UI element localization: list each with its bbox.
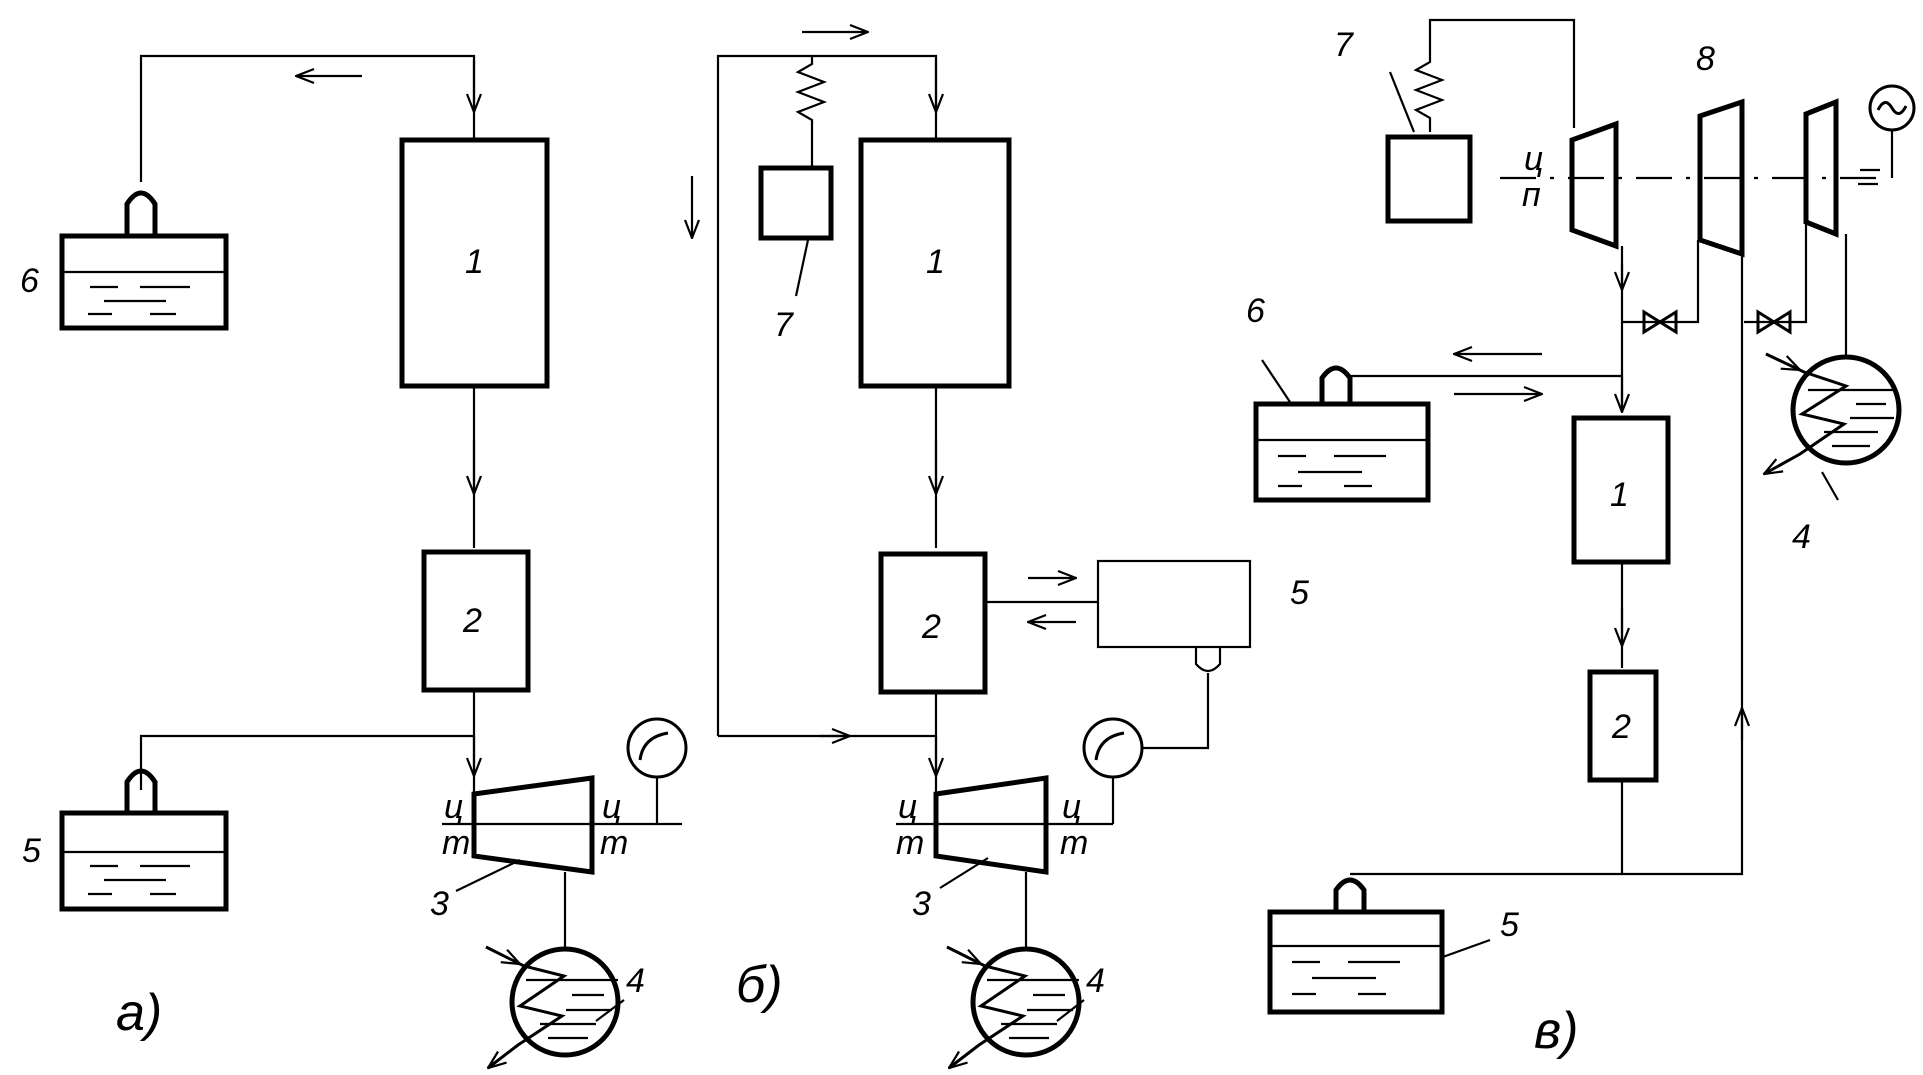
line-top-b <box>716 54 938 736</box>
leader-v5 <box>1439 938 1491 960</box>
turbine-3-v <box>1803 98 1839 238</box>
tank-5-a <box>59 768 229 912</box>
line-valve1-v <box>1622 240 1700 324</box>
symbol-ts: ц <box>1062 788 1081 826</box>
gauge-icon <box>1082 717 1144 779</box>
drain-b <box>1194 647 1222 673</box>
turbine-3-a <box>471 775 595 875</box>
leader-b7 <box>794 239 810 297</box>
gauge-icon <box>626 717 688 779</box>
leader-v6 <box>1261 359 1291 403</box>
unit-2-a <box>421 549 531 693</box>
scheme-v: 7 8 ц п <box>1246 18 1916 1060</box>
leader-a4 <box>595 999 625 1022</box>
label-v6: 6 <box>1246 292 1265 330</box>
symbol-t: т <box>442 824 470 862</box>
label-b4: 4 <box>1086 962 1105 1000</box>
spring-b <box>794 56 828 168</box>
unit-7-b <box>758 165 834 241</box>
caption-a: а) <box>116 984 162 1042</box>
label-a1: 1 <box>465 243 484 281</box>
label-a4: 4 <box>626 962 645 1000</box>
scheme-a: 6 1 2 5 ц т ц т <box>20 54 688 1068</box>
symbol-p: п <box>1522 176 1541 214</box>
label-b7: 7 <box>774 306 794 344</box>
label-b3: 3 <box>912 885 931 923</box>
spring-v <box>1412 18 1576 132</box>
condenser-4-b <box>946 945 1082 1068</box>
turbine-1-v <box>1569 120 1619 250</box>
line-5-gauge-b <box>1142 673 1210 750</box>
condenser-4-v <box>1764 352 1902 474</box>
label-b2: 2 <box>921 608 941 646</box>
label-v4: 4 <box>1792 518 1811 556</box>
scheme-b: 7 1 2 5 ц т ц т 3 <box>692 32 1309 1068</box>
unit-2-b <box>878 551 988 695</box>
leader-v4 <box>1821 471 1839 501</box>
valve-icon <box>1642 309 1678 335</box>
label-a3: 3 <box>430 885 449 923</box>
tank-6-v <box>1253 365 1431 503</box>
leader-b3 <box>939 857 989 889</box>
caption-b: б) <box>736 956 783 1014</box>
unit-5-b <box>1096 559 1252 649</box>
line-tank5-a <box>139 734 474 790</box>
valve-icon <box>1756 309 1792 335</box>
tank-5-v <box>1267 877 1445 1015</box>
turbine-3-b <box>933 775 1049 875</box>
symbol-t: т <box>1060 824 1088 862</box>
caption-v: в) <box>1534 1002 1578 1060</box>
label-a2: 2 <box>462 602 482 640</box>
symbol-t: т <box>600 824 628 862</box>
symbol-ts: ц <box>898 788 917 826</box>
label-v5: 5 <box>1500 906 1519 944</box>
unit-7-v <box>1385 134 1473 224</box>
line-valve2-v <box>1744 222 1808 324</box>
label-v2: 2 <box>1611 708 1631 746</box>
condenser-4-a <box>485 945 621 1068</box>
leader-b4 <box>1056 999 1085 1022</box>
label-b5: 5 <box>1290 574 1309 612</box>
label-a6: 6 <box>20 262 39 300</box>
symbol-ts: ц <box>1524 140 1543 178</box>
generator-icon <box>1868 84 1916 132</box>
line-return-v <box>1622 254 1744 876</box>
tank-6-a <box>59 190 229 331</box>
leader-v7 <box>1388 71 1416 133</box>
label-v1: 1 <box>1610 476 1629 514</box>
symbol-ts: ц <box>444 788 463 826</box>
leader-a3 <box>455 859 521 892</box>
label-a5: 5 <box>22 832 41 870</box>
label-v7: 7 <box>1334 26 1354 64</box>
label-b1: 1 <box>926 243 945 281</box>
label-v8: 8 <box>1696 40 1715 78</box>
symbol-t: т <box>896 824 924 862</box>
symbol-ts: ц <box>602 788 621 826</box>
